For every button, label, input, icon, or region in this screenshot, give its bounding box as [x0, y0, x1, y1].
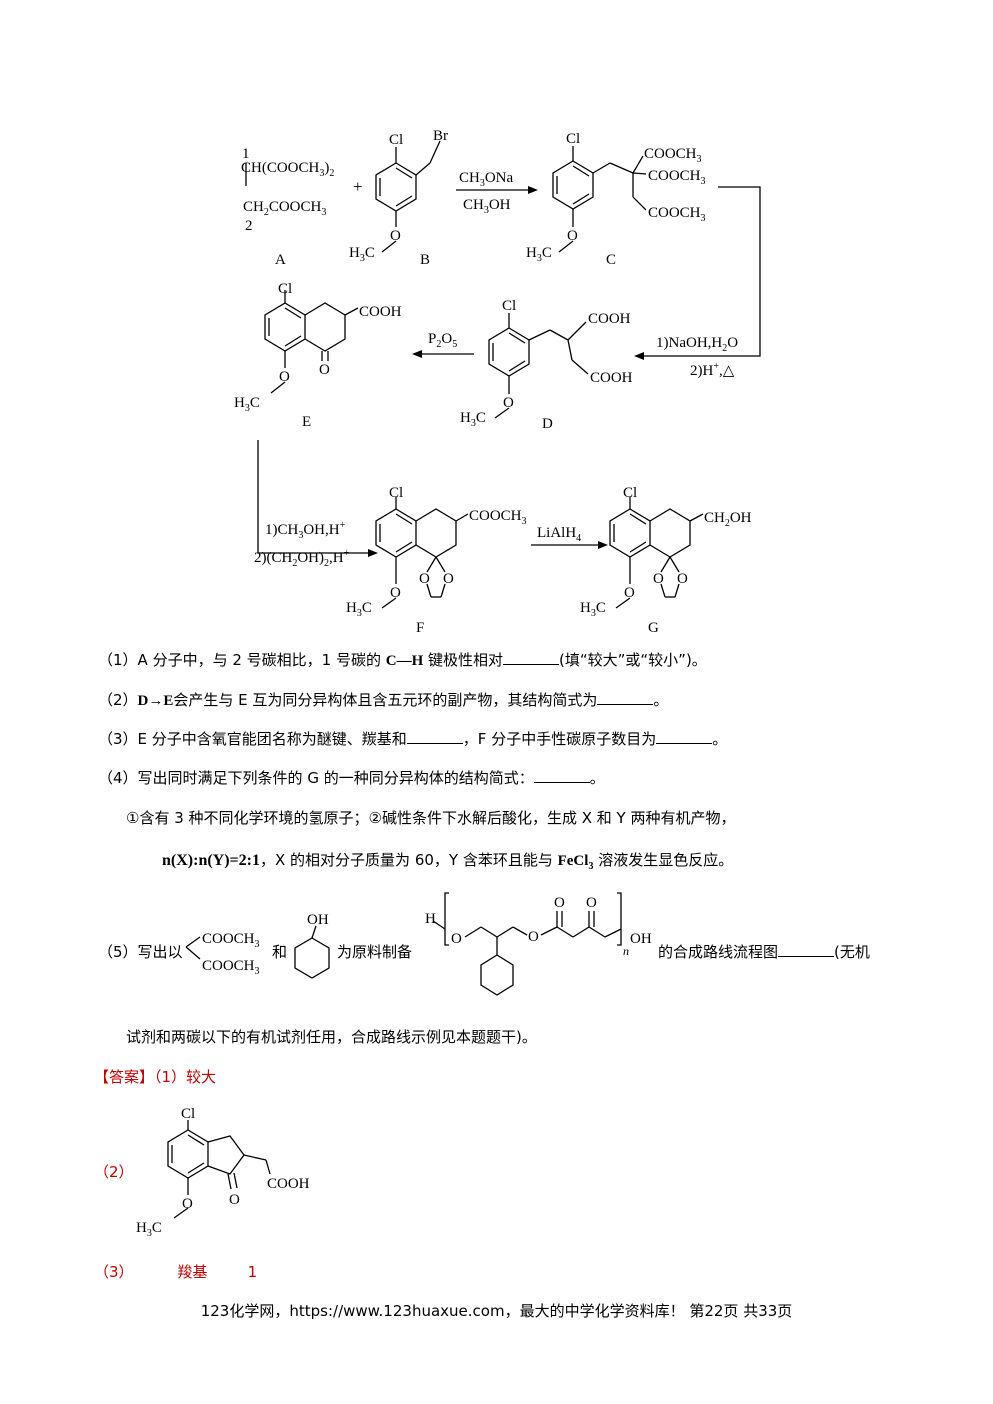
d-cl: Cl — [502, 298, 516, 314]
label-a-c2: 2 — [245, 218, 253, 234]
step2-line1: 1)NaOH,H2O — [656, 335, 738, 354]
compound-label-c: C — [606, 252, 616, 268]
svg-text:OH: OH — [307, 912, 329, 928]
step4-line2: 2)(CH2OH)2,H+ — [254, 548, 350, 569]
answer-blank-3a[interactable] — [406, 729, 463, 744]
question-5-text-d: 试剂和两碳以下的有机试剂任用，合成路线示例见本题题干)。 — [126, 1028, 537, 1046]
f-ketal-o1: O — [419, 571, 430, 587]
question-4-condition-2: n(X):n(Y)=2:1，X 的相对分子质量为 60，Y 含苯环且能与 FeC… — [162, 851, 734, 872]
answer-blank-2[interactable] — [597, 690, 654, 705]
g-alcohol: CH2OH — [704, 510, 752, 529]
answer-tag: 【答案】 — [94, 1068, 155, 1086]
answer-blank-1[interactable] — [503, 650, 560, 665]
svg-text:n: n — [623, 944, 629, 958]
d-acid2: COOH — [590, 370, 633, 386]
question-1: （1）A 分子中，与 2 号碳相比，1 号碳的 C—H 键极性相对(填“较大”或… — [98, 650, 707, 669]
f-methyl: H3C — [346, 600, 372, 619]
b-cl: Cl — [389, 132, 403, 148]
e-keto-o: O — [319, 362, 330, 378]
svg-text:COOCH3: COOCH3 — [202, 931, 260, 950]
c-ester1: COOCH3 — [644, 146, 702, 165]
g-o: O — [624, 585, 635, 601]
a-line2: CH2COOCH3 — [243, 199, 326, 218]
d-acid1: COOH — [588, 311, 631, 327]
e-o: O — [279, 369, 290, 385]
f-ketal-o2: O — [443, 571, 454, 587]
q5-cyclohexanol-structure: OH — [294, 912, 330, 979]
plus-sign: + — [353, 177, 363, 196]
svg-text:O: O — [229, 1192, 240, 1208]
q5-malonate-structure: COOCH3 COOCH3 — [185, 931, 260, 975]
answer-blank-5[interactable] — [778, 942, 835, 957]
b-o: O — [390, 228, 401, 244]
f-o: O — [390, 585, 401, 601]
page-footer: 123化学网，https://www.123huaxue.com，最大的中学化学… — [200, 1302, 793, 1320]
step4-line1: 1)CH3OH,H+ — [265, 520, 346, 541]
svg-text:O: O — [554, 895, 565, 911]
answer-3-count: 1 — [247, 1263, 258, 1281]
svg-text:COOH: COOH — [267, 1176, 310, 1192]
e-acid: COOH — [359, 304, 402, 320]
q5-target-polymer-structure: H O O O O n OH — [425, 892, 652, 996]
e-cl: Cl — [278, 281, 292, 297]
c-ester3: COOCH3 — [648, 205, 706, 224]
question-3: （3）E 分子中含氧官能团名称为醚键、羰基和，F 分子中手性碳原子数目为。 — [98, 729, 728, 748]
answer-2-label: （2） — [94, 1163, 134, 1181]
c-ester2: COOCH3 — [648, 168, 706, 187]
svg-text:O: O — [586, 895, 597, 911]
answer-blank-4[interactable] — [533, 768, 590, 783]
d-methyl: H3C — [460, 410, 486, 429]
step1-top: CH3ONa — [459, 170, 514, 189]
svg-text:Cl: Cl — [181, 1106, 195, 1122]
g-cl: Cl — [623, 485, 637, 501]
c-o: O — [567, 228, 578, 244]
d-o: O — [503, 395, 514, 411]
answer-1: 【答案】（1）较大 — [94, 1068, 217, 1086]
step3-reagent: P2O5 — [428, 331, 457, 350]
c-cl: Cl — [566, 131, 580, 147]
question-5-text-a: （5）写出以 — [98, 943, 183, 961]
question-5-text-c: 的合成路线流程图(无机 — [658, 942, 870, 961]
question-4-condition-1: ①含有 3 种不同化学环境的氢原子；②碱性条件下水解后酸化，生成 X 和 Y 两… — [126, 809, 736, 827]
g-ketal-o1: O — [653, 571, 664, 587]
question-5-text-b: 为原料制备 — [337, 943, 413, 961]
step1-bottom: CH3OH — [463, 197, 511, 216]
compound-label-e: E — [302, 414, 311, 430]
label-a-c1: 1 — [242, 146, 250, 162]
reaction-scheme: 1 CH(COOCH3)2 CH2COOCH3 2 A + Cl Br O H3… — [234, 128, 761, 636]
step2-line2: 2)H+,△ — [690, 361, 735, 379]
c-methyl: H3C — [526, 245, 552, 264]
svg-text:O: O — [182, 1196, 193, 1212]
compound-label-g: G — [648, 620, 659, 636]
compound-label-d: D — [542, 416, 553, 432]
b-br: Br — [433, 128, 448, 144]
step5-reagent: LiAlH4 — [537, 525, 581, 544]
question-4: （4）写出同时满足下列条件的 G 的一种同分异构体的结构简式：。 — [98, 768, 605, 787]
f-ester: COOCH3 — [469, 508, 527, 527]
svg-text:O: O — [451, 931, 462, 947]
g-ketal-o2: O — [677, 571, 688, 587]
svg-text:OH: OH — [630, 931, 652, 947]
b-methyl: H3C — [349, 245, 375, 264]
question-5-and: 和 — [272, 943, 288, 961]
g-methyl: H3C — [580, 600, 606, 619]
compound-label-f: F — [416, 620, 424, 636]
answer-3-group: 羧基 — [177, 1263, 208, 1281]
f-cl: Cl — [389, 485, 403, 501]
compound-label-b: B — [420, 252, 430, 268]
svg-text:COOCH3: COOCH3 — [202, 958, 260, 975]
compound-label-a: A — [275, 252, 286, 268]
answer-blank-3b[interactable] — [656, 729, 713, 744]
svg-text:H3C: H3C — [136, 1220, 162, 1239]
svg-text:O: O — [528, 929, 539, 945]
e-methyl: H3C — [234, 395, 260, 414]
svg-text:H: H — [425, 911, 436, 927]
question-2: （2）D→E会产生与 E 互为同分异构体且含五元环的副产物，其结构简式为。 — [98, 690, 669, 709]
answer-2-structure: Cl COOH O O H3C — [136, 1106, 310, 1239]
a-line1: CH(COOCH3)2 — [241, 160, 334, 179]
